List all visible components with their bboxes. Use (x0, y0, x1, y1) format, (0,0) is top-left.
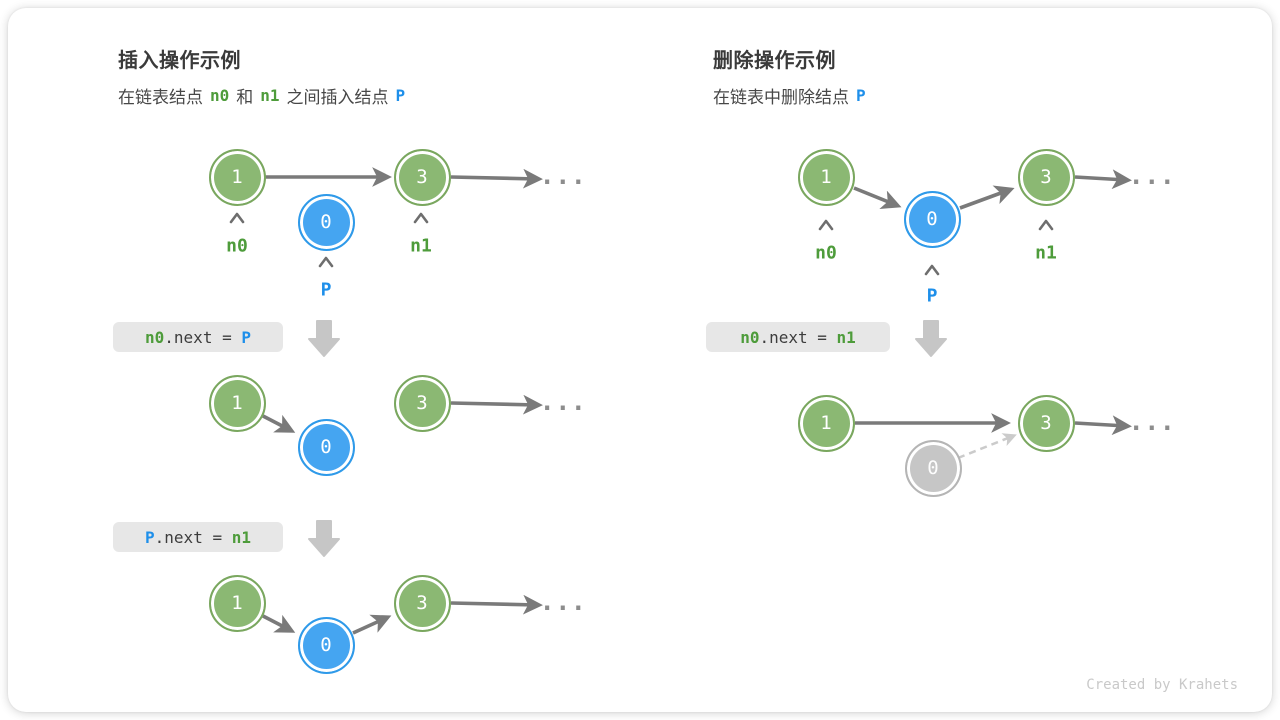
code-token-p: P (241, 327, 251, 347)
code-token-next: .next = (154, 527, 232, 547)
list-node-3: 3 (393, 374, 451, 432)
code-token-n1: n1 (836, 327, 856, 347)
credit-text: Created by Krahets (1086, 677, 1238, 693)
code-token-next: .next = (759, 327, 837, 347)
list-ellipsis: ... (539, 160, 587, 190)
list-node-3: 3 (393, 574, 451, 632)
list-node-1: 1 (208, 148, 266, 206)
code-label-n0-next-n1: n0.next = n1 (706, 322, 890, 352)
list-ellipsis: ... (539, 386, 587, 416)
subtitle-text: 和 (236, 88, 254, 107)
code-label-p-next-n1: P.next = n1 (113, 522, 283, 552)
list-node-removed: 0 (904, 439, 962, 497)
diagram-card (8, 8, 1272, 712)
list-node-p: 0 (297, 616, 355, 674)
pointer-label-p: P (926, 285, 938, 307)
code-token-n0: n0 (740, 327, 760, 347)
pointer-label-n0: n0 (226, 235, 248, 257)
list-ellipsis: ... (1128, 406, 1176, 436)
list-node-1: 1 (797, 394, 855, 452)
list-node-p: 0 (297, 193, 355, 251)
code-label-n0-next-p: n0.next = P (113, 322, 283, 352)
pointer-label-p: P (320, 279, 332, 301)
code-token-p: P (145, 527, 155, 547)
insert-panel-subtitle: 在链表结点 n0 和 n1 之间插入结点 P (118, 83, 412, 108)
insert-panel-title: 插入操作示例 (118, 50, 241, 72)
list-node-1: 1 (208, 374, 266, 432)
token-n1: n1 (260, 86, 280, 105)
list-node-3: 3 (1017, 394, 1075, 452)
pointer-label-n0: n0 (815, 242, 837, 264)
list-node-1: 1 (208, 574, 266, 632)
list-ellipsis: ... (1128, 160, 1176, 190)
list-node-p: 0 (903, 190, 961, 248)
token-n0: n0 (210, 86, 230, 105)
list-node-3: 3 (393, 148, 451, 206)
pointer-label-n1: n1 (1035, 242, 1057, 264)
token-p: P (395, 86, 406, 105)
list-node-p: 0 (297, 418, 355, 476)
list-ellipsis: ... (539, 586, 587, 616)
pointer-label-n1: n1 (410, 235, 432, 257)
subtitle-text: 在链表中删除结点 (713, 88, 849, 107)
list-node-1: 1 (797, 148, 855, 206)
subtitle-text: 在链表结点 (118, 88, 203, 107)
code-token-n0: n0 (145, 327, 165, 347)
code-token-next: .next = (164, 327, 242, 347)
code-token-n1: n1 (231, 527, 251, 547)
delete-panel-title: 删除操作示例 (713, 50, 836, 72)
delete-panel-subtitle: 在链表中删除结点 P (713, 83, 873, 108)
list-node-3: 3 (1017, 148, 1075, 206)
token-p: P (856, 86, 866, 105)
subtitle-text: 之间插入结点 (286, 88, 389, 107)
